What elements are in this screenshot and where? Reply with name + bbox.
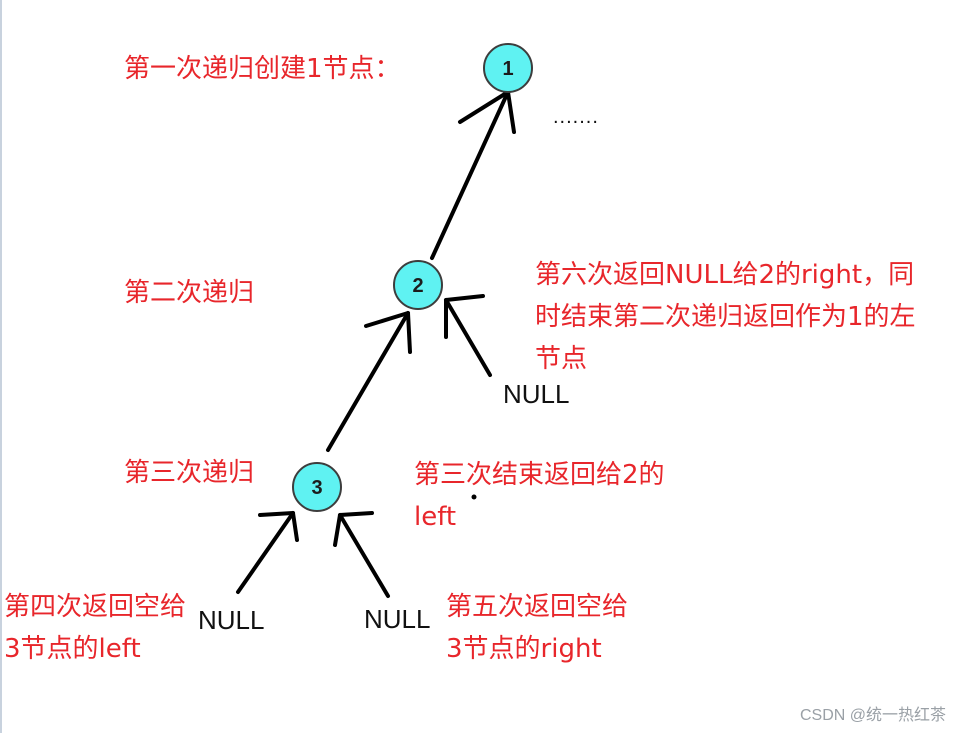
null-label-node3-right: NULL <box>364 604 431 634</box>
note-sixth-return: 第六次返回NULL给2的right，同 时结束第二次递归返回作为1的左 节点 <box>535 260 916 374</box>
note-second-recursion: 第二次递归 <box>124 278 255 308</box>
ellipsis-more: ....... <box>553 106 599 128</box>
tree-node-1: 1 <box>483 43 533 93</box>
node-1-label: 1 <box>502 58 513 80</box>
csdn-watermark: CSDN @统一热红茶 <box>799 707 946 724</box>
tree-node-2: 2 <box>393 260 443 310</box>
note-fourth-return: 第四次返回空给 3节点的left <box>4 592 187 664</box>
note-first-recursion: 第一次递归创建1节点： <box>124 54 401 84</box>
note-third-return: 第三次结束返回给2的 left <box>414 460 665 532</box>
node-2-label: 2 <box>412 275 423 297</box>
null-label-node2-right: NULL <box>503 379 570 409</box>
left-border-line <box>0 0 2 733</box>
tree-node-3: 3 <box>292 462 342 512</box>
arrow-node2-to-node1 <box>430 90 516 260</box>
stray-dot <box>471 494 477 500</box>
arrow-null-to-node3-left <box>236 511 299 594</box>
null-label-node3-left: NULL <box>198 605 265 635</box>
arrow-null-to-node2-right <box>444 294 492 377</box>
arrow-node3-to-node2 <box>326 311 412 452</box>
note-fifth-return: 第五次返回空给 3节点的right <box>446 592 629 664</box>
node-3-label: 3 <box>311 477 322 499</box>
note-third-recursion: 第三次递归 <box>124 458 255 488</box>
arrow-null-to-node3-right <box>333 511 390 598</box>
